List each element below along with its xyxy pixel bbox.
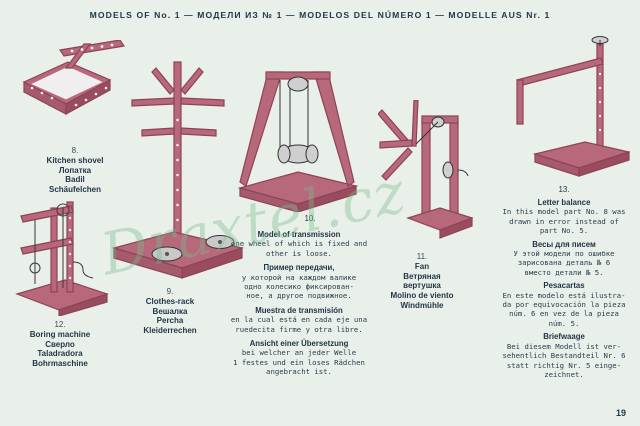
model-13-title-es: Pesacartas: [543, 281, 585, 291]
model-13-title-de: Briefwaage: [543, 332, 585, 342]
model-9-name-en: Clothes-rack: [145, 296, 195, 306]
model-9-caption: 9. Clothes-rack Вешалка Percha Kleiderre…: [120, 287, 220, 336]
model-10-text-ru-1: у которой на каждом валике: [241, 272, 357, 282]
model-10-text-de-3: angebracht ist.: [266, 367, 332, 377]
model-8-number: 8.: [71, 146, 79, 155]
model-12-caption: 12. Boring machine Сверло Taladradora Bo…: [5, 320, 115, 369]
page-header: MODELS OF No. 1 — МОДЕЛИ ИЗ № 1 — MODELO…: [89, 10, 551, 20]
model-13-text-en-2: drawn in error instead of: [509, 216, 619, 226]
model-13-text-es-1: En este modelo está ilustra-: [502, 290, 626, 300]
model-9-name-de: Kleiderrechen: [143, 326, 197, 336]
model-13-text-es-2: da por equivocación la pieza: [502, 300, 626, 310]
model-13-text-ru-3: вместо детали № 5.: [524, 267, 604, 277]
model-10-title-de: Ansicht einer Übersetzung: [249, 339, 349, 349]
model-10-text-ru-3: ное, а другое подвижное.: [246, 291, 352, 301]
model-10-number: 10.: [304, 214, 316, 223]
model-10-title-es: Muestra de transmisión: [255, 305, 343, 315]
model-10-text-es-1: en la cual está en cada eje una: [230, 315, 368, 325]
model-8-name-ru: Лопатка: [58, 165, 92, 175]
model-11-caption: 11. Fan Ветряная вертушка Molino de vien…: [372, 252, 472, 311]
model-11-name-es: Molino de viento: [390, 291, 454, 301]
model-10-title-en: Model of transmission: [257, 230, 341, 239]
model-8-name-de: Schäufelchen: [48, 185, 101, 195]
model-9-name-ru: Вешалка: [152, 306, 188, 316]
model-10-description: Model of transmission one wheel of which…: [228, 230, 370, 377]
model-9-number: 9.: [166, 287, 174, 296]
transmission-illustration: [238, 71, 358, 212]
letter-balance-illustration: [516, 36, 630, 177]
model-11-name-en: Fan: [414, 261, 430, 271]
model-13-title-ru: Весы для писем: [532, 239, 596, 249]
model-10-title-ru: Пример передачи,: [263, 263, 335, 273]
model-13-title-en: Letter balance: [537, 198, 591, 207]
model-13-text-de-2: sehentlich Bestandteil Nr. 6: [502, 351, 626, 361]
model-10-text-de-2: 1 festes und ein loses Rädchen: [233, 357, 365, 367]
model-13-text-es-4: núm. 5.: [548, 318, 580, 328]
model-12-number: 12.: [54, 320, 66, 329]
model-12-name-en: Boring machine: [29, 329, 91, 339]
model-13-text-en-1: In this model part No. 8 was: [502, 207, 626, 217]
model-13-text-de-3: statt richtig Nr. 5 einge-: [506, 360, 622, 370]
boring-machine-illustration: [15, 201, 109, 316]
model-13-description: Letter balance In this model part No. 8 …: [494, 198, 634, 379]
clothes-rack-illustration: [112, 61, 245, 279]
model-12-name-es: Taladradora: [37, 349, 83, 359]
model-13-text-en-3: part No. 5.: [539, 226, 589, 236]
model-10-text-en-1: one wheel of which is fixed and: [230, 239, 368, 249]
model-10-text-ru-2: одно колесико фиксирован-: [244, 282, 354, 292]
model-13-text-de-4: zeichnet.: [544, 369, 584, 379]
model-10-text-de-1: bei welcher an jeder Welle: [241, 348, 357, 358]
model-12-name-de: Bohrmaschine: [32, 359, 88, 369]
model-11-name-ru-1: Ветряная: [403, 271, 441, 281]
kitchen-shovel-illustration: [22, 40, 126, 116]
model-11-name-ru-2: вертушка: [403, 281, 441, 291]
model-11-number: 11.: [416, 252, 428, 261]
model-13-text-ru-2: зарисована деталь № 6: [517, 258, 611, 268]
model-8-name-en: Kitchen shovel: [46, 155, 104, 165]
model-13-text-es-3: núm. 6 en vez de la pieza: [509, 309, 619, 319]
model-10-text-es-2: ruedecita firme y otra libre.: [235, 324, 363, 334]
model-11-name-de: Windmühle: [400, 300, 444, 310]
model-10-text-en-2: other is loose.: [266, 248, 332, 258]
model-12-name-ru: Сверло: [45, 339, 75, 349]
page-number: 19: [615, 408, 626, 418]
fan-illustration: [378, 100, 473, 239]
model-13-number: 13.: [558, 185, 570, 194]
model-13-text-de-1: Bei diesem Modell ist ver-: [506, 341, 622, 351]
model-9-name-es: Percha: [156, 316, 184, 326]
model-13-text-ru-1: У этой модели по ошибке: [513, 249, 615, 259]
model-8-name-es: Badil: [65, 175, 85, 185]
model-8-caption: 8. Kitchen shovel Лопатка Badil Schäufel…: [20, 146, 130, 195]
